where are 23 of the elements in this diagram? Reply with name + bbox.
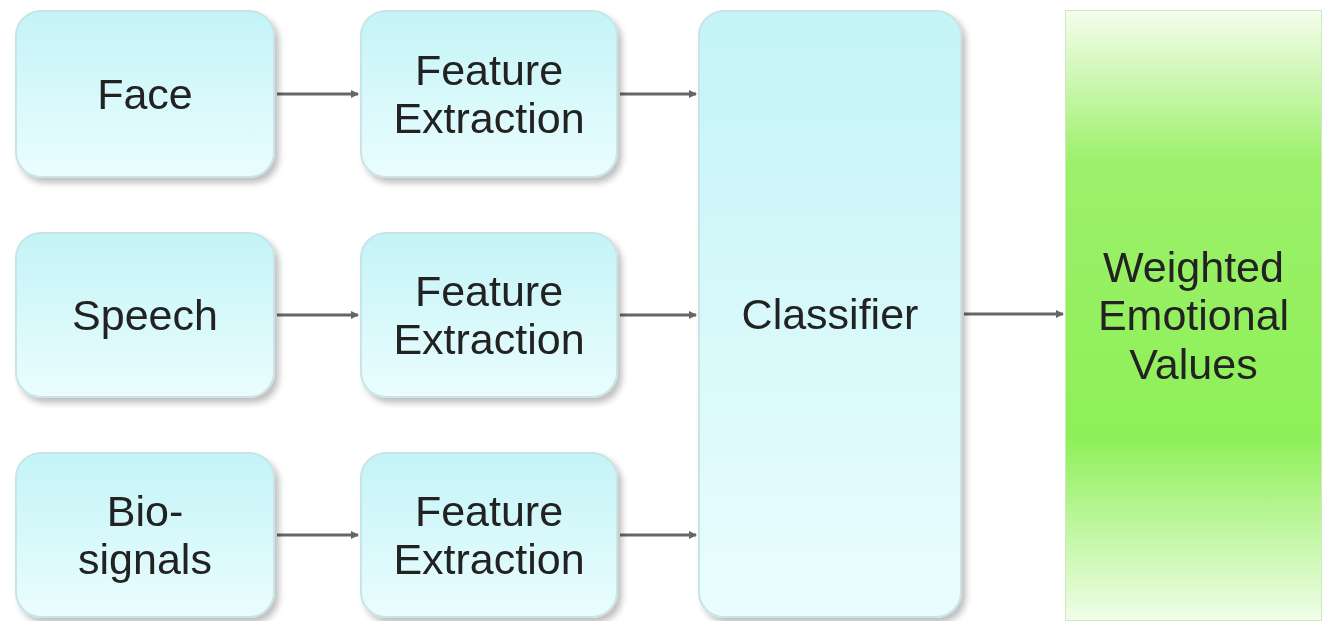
- arrow: [277, 531, 359, 539]
- arrow: [964, 310, 1064, 318]
- process-box: [360, 232, 618, 398]
- node-label: Feature Extraction: [392, 266, 586, 364]
- process-box: [360, 452, 618, 618]
- process-box: [15, 10, 275, 178]
- process-box: [698, 10, 962, 618]
- node-label: Speech: [72, 290, 218, 340]
- output-box: [1065, 10, 1322, 621]
- node-label: Bio-signals: [77, 486, 213, 584]
- node-label: Feature Extraction: [392, 45, 586, 143]
- arrow: [620, 311, 697, 319]
- node-label: Weighted Emotional Values: [1096, 243, 1291, 388]
- arrow: [277, 90, 359, 98]
- process-box: [15, 452, 275, 618]
- node-label: Classifier: [741, 289, 919, 339]
- process-box: [15, 232, 275, 398]
- arrow: [620, 531, 697, 539]
- node-label: Face: [97, 69, 193, 119]
- arrow: [620, 90, 697, 98]
- process-box: [360, 10, 618, 178]
- arrow: [277, 311, 359, 319]
- node-label: Feature Extraction: [392, 486, 586, 584]
